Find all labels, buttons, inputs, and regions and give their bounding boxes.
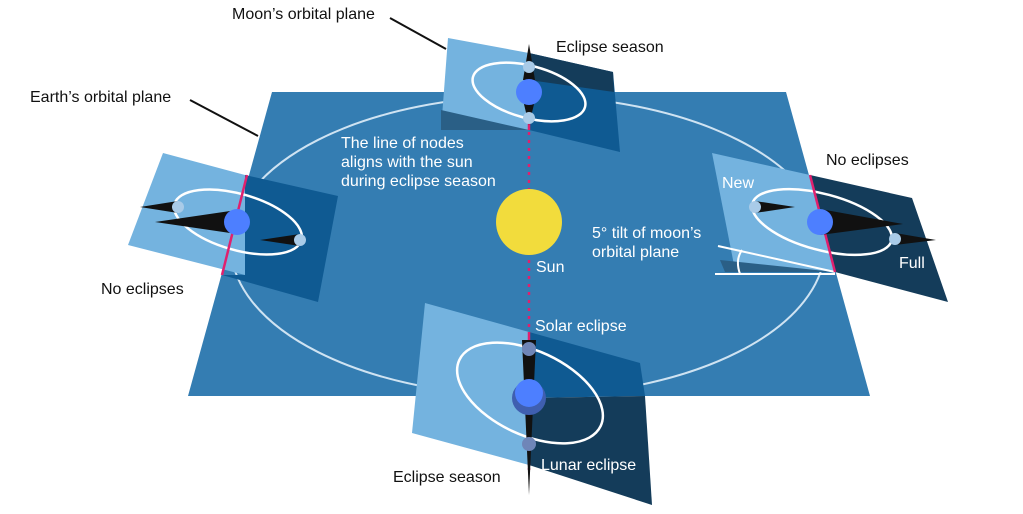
label-no-eclipses-left: No eclipses — [101, 281, 184, 298]
earth — [516, 79, 542, 105]
moon — [889, 233, 901, 245]
moon-plane-right — [712, 153, 948, 302]
label-tilt-2: orbital plane — [592, 244, 679, 261]
label-line-of-nodes-3: during eclipse season — [341, 173, 496, 190]
label-eclipse-season-top: Eclipse season — [556, 39, 664, 56]
label-new-moon: New — [722, 175, 754, 192]
moon — [749, 201, 761, 213]
label-tilt-1: 5° tilt of moon’s — [592, 225, 701, 242]
moon — [172, 201, 184, 213]
label-line-of-nodes-2: aligns with the sun — [341, 154, 473, 171]
earth — [224, 209, 250, 235]
label-moon-orbital-plane: Moon’s orbital plane — [232, 6, 375, 23]
label-no-eclipses-right: No eclipses — [826, 152, 909, 169]
label-eclipse-season-bottom: Eclipse season — [393, 469, 501, 486]
moon — [523, 61, 535, 73]
leader-line — [389, 17, 447, 50]
leader-line — [189, 99, 259, 137]
label-line-of-nodes-1: The line of nodes — [341, 135, 464, 152]
moon — [523, 112, 535, 124]
earth — [807, 209, 833, 235]
moon — [294, 234, 306, 246]
moon-plane-left — [128, 153, 338, 302]
label-lunar-eclipse: Lunar eclipse — [541, 457, 636, 474]
label-solar-eclipse: Solar eclipse — [535, 318, 627, 335]
sun — [496, 189, 562, 255]
label-sun: Sun — [536, 259, 564, 276]
moon — [522, 437, 536, 451]
moon-plane-bottom — [412, 303, 652, 505]
label-earth-orbital-plane: Earth’s orbital plane — [30, 89, 171, 106]
moon-plane-top — [441, 38, 620, 152]
label-full-moon: Full — [899, 255, 925, 272]
moon — [522, 342, 536, 356]
